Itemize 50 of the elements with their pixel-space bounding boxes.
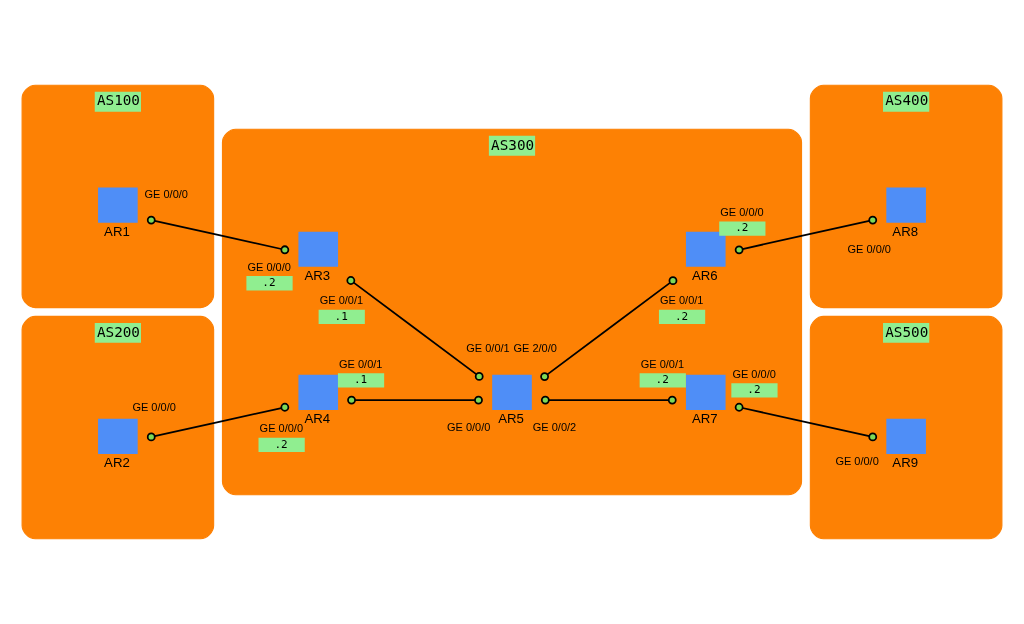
- node-label: .1: [353, 373, 368, 387]
- node-label: GE 0/0/1: [466, 341, 510, 354]
- node-box: [886, 187, 926, 223]
- node-label: AR7: [692, 410, 718, 426]
- connector: [540, 276, 678, 381]
- connector: [734, 215, 878, 255]
- node-box: [886, 418, 926, 454]
- node-label: GE 0/0/1: [319, 294, 364, 307]
- node-label: AR5: [498, 410, 524, 426]
- node-label: AR9: [892, 454, 919, 470]
- node-label: AR8: [892, 223, 919, 239]
- node-box: [685, 374, 726, 410]
- node-label: GE 0/0/0: [720, 206, 764, 219]
- node-label: GE 0/0/2: [532, 421, 577, 434]
- connector: [346, 276, 484, 381]
- node-label: GE 0/0/1: [640, 357, 685, 370]
- connector: [540, 395, 677, 405]
- node-box: [298, 374, 339, 410]
- node-box: [492, 374, 532, 410]
- node-label: .1: [334, 309, 348, 323]
- connector: [347, 395, 483, 405]
- node-label: AR3: [304, 267, 331, 283]
- node-label: .2: [674, 309, 689, 323]
- node-label: AR4: [304, 410, 331, 426]
- node-label: AR6: [692, 267, 718, 283]
- node-label: .2: [262, 276, 276, 289]
- connector: [734, 402, 878, 442]
- node-label: .2: [274, 437, 288, 451]
- node-box: [298, 231, 339, 267]
- node-label: GE 0/0/0: [247, 260, 291, 273]
- node-label: GE 0/0/0: [835, 455, 879, 468]
- node-label: GE 0/0/0: [132, 400, 176, 413]
- node-label: AR2: [104, 454, 130, 470]
- node-box: [98, 418, 138, 454]
- node-label: .2: [735, 221, 749, 235]
- node-label: .2: [747, 383, 761, 397]
- node-box: [685, 231, 726, 267]
- connector: [146, 402, 290, 442]
- node-label: .2: [655, 373, 669, 387]
- node-label: GE 2/0/0: [513, 341, 557, 354]
- node-label: AR1: [104, 223, 130, 239]
- node-label: GE 0/0/0: [446, 421, 491, 434]
- node-label: GE 0/0/1: [339, 357, 383, 370]
- node-label: GE 0/0/0: [259, 422, 304, 435]
- node-label: GE 0/0/1: [660, 294, 704, 307]
- node-label: GE 0/0/0: [144, 188, 188, 201]
- node-box: [98, 187, 138, 223]
- node-label: GE 0/0/0: [732, 367, 776, 380]
- connector: [146, 215, 290, 255]
- node-label: GE 0/0/0: [847, 242, 891, 255]
